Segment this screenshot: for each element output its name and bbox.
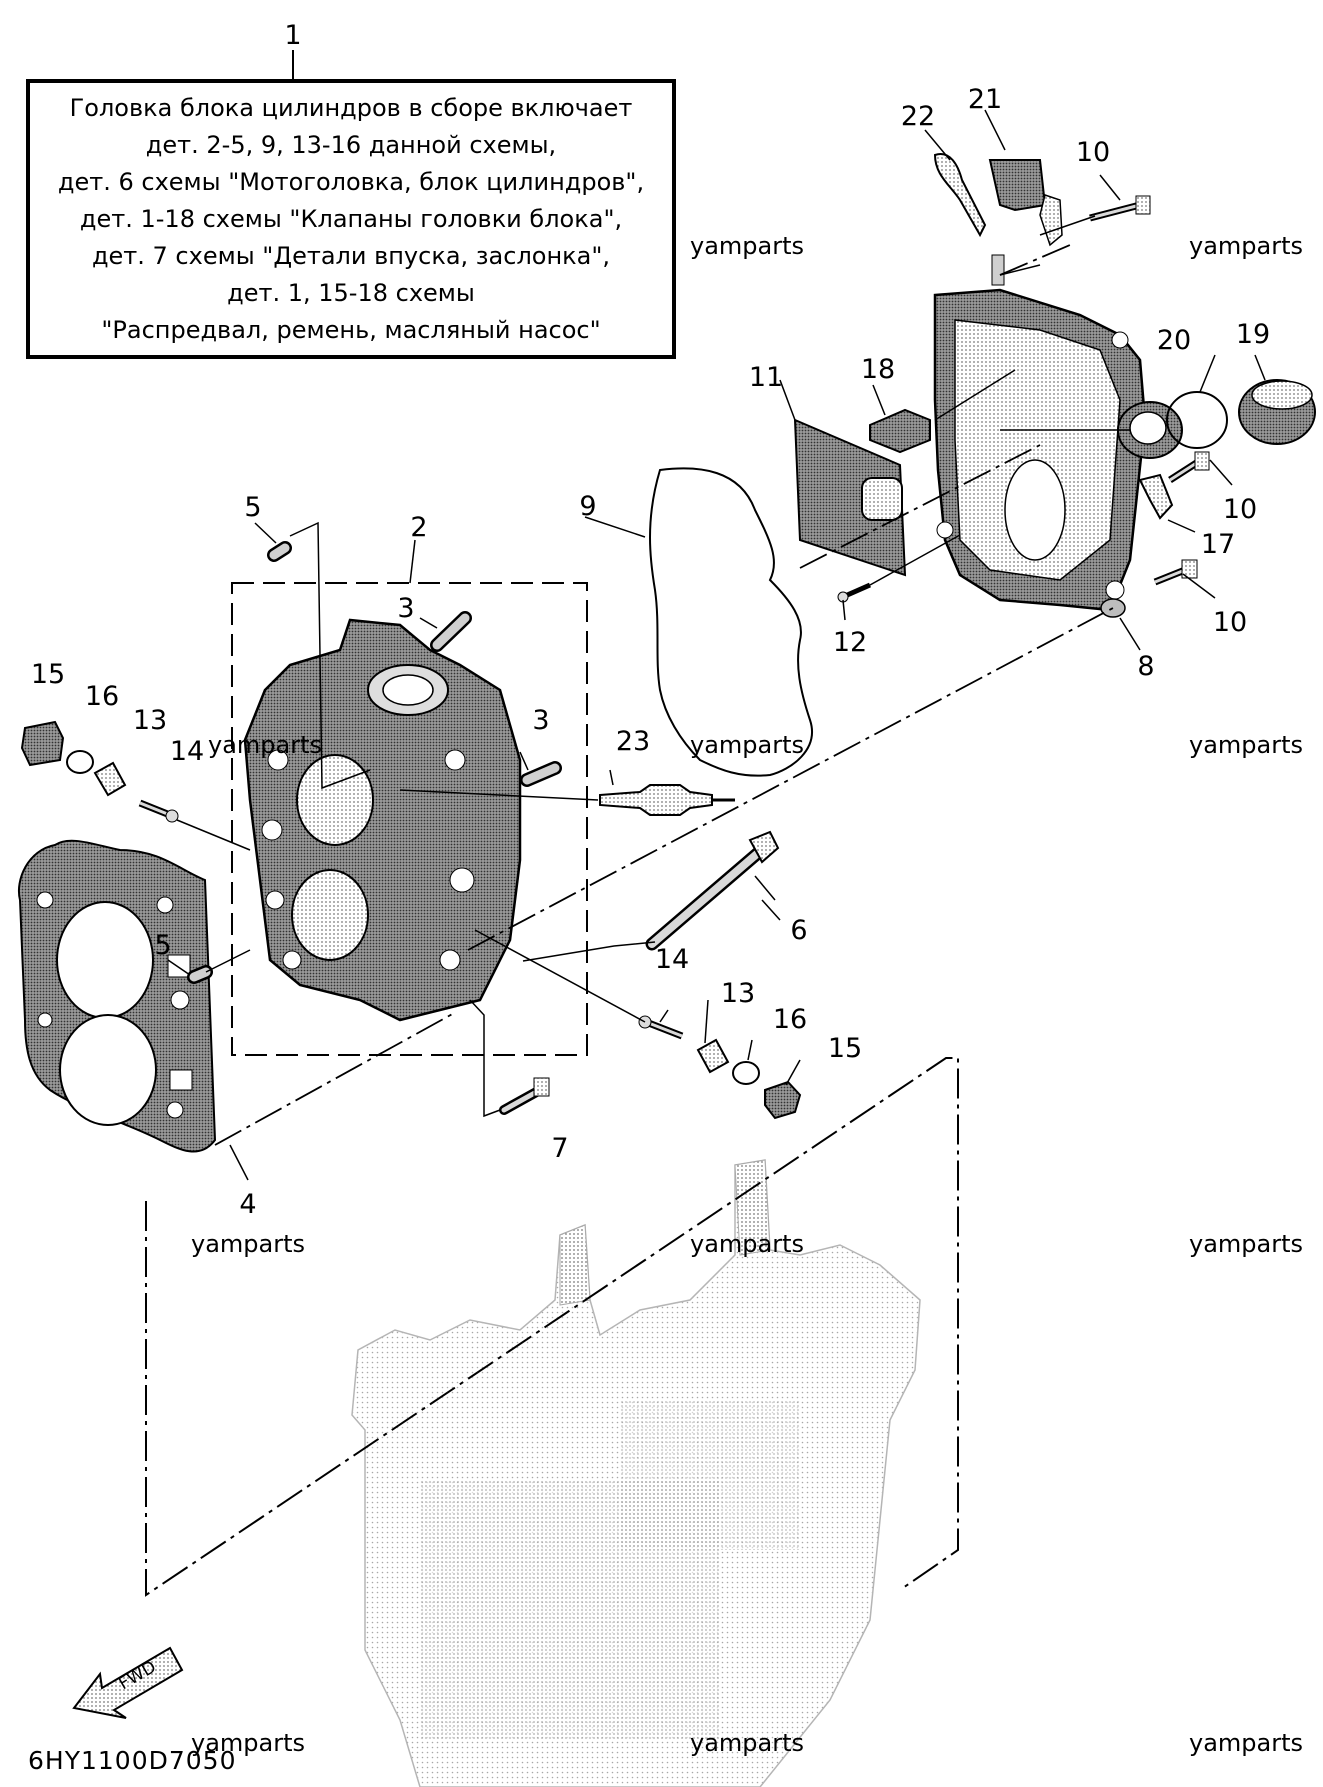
callout-6[interactable]: 6 [790, 915, 808, 946]
callout-3[interactable]: 3 [397, 593, 415, 624]
dowel-3-top [430, 611, 472, 652]
callout-10[interactable]: 10 [1212, 607, 1248, 638]
callout-14[interactable]: 14 [169, 736, 205, 767]
sleeve-13-right [696, 1038, 730, 1074]
callout-ref-1: 1 [284, 20, 302, 51]
watermark: yamparts [1188, 1729, 1304, 1757]
assembly-note-box: Головка блока цилиндров в сборе включает… [26, 79, 676, 359]
o-ring [1166, 391, 1228, 449]
watermark: yamparts [689, 1230, 805, 1258]
watermark: yamparts [190, 1729, 306, 1757]
screw-12 [837, 582, 872, 603]
callout-16[interactable]: 16 [84, 681, 120, 712]
callout-22[interactable]: 22 [900, 101, 936, 132]
callout-10[interactable]: 10 [1222, 494, 1258, 525]
guide-lines [214, 244, 1114, 1146]
callout-12[interactable]: 12 [832, 627, 868, 658]
callout-5[interactable]: 5 [244, 492, 262, 523]
watermark: yamparts [1188, 1230, 1304, 1258]
callout-14[interactable]: 14 [654, 944, 690, 975]
callout-4[interactable]: 4 [239, 1189, 257, 1220]
callout-15[interactable]: 15 [827, 1033, 863, 1064]
note-line: Головка блока цилиндров в сборе включает [69, 93, 633, 122]
bracket [988, 159, 1063, 247]
watermark: yamparts [190, 1230, 306, 1258]
callout-17[interactable]: 17 [1200, 529, 1236, 560]
note-line: дет. 1-18 схемы "Клапаны головки блока", [79, 204, 623, 233]
dowel-5-top [267, 541, 292, 562]
plug-15-left [20, 720, 65, 767]
gasket-16-left [66, 750, 94, 774]
gasket-16-right [732, 1061, 760, 1085]
dowel-3-side [520, 761, 562, 787]
bolt-10-mid [1168, 451, 1210, 483]
bolt-10-low [1153, 559, 1198, 586]
valve-cover-gasket [649, 467, 813, 777]
watermark: yamparts [689, 731, 805, 759]
guide-line-block [145, 1057, 959, 1597]
head-bolt-long [645, 830, 780, 951]
clip-22 [933, 153, 987, 238]
breather-plate [793, 418, 907, 577]
plug-15-right [764, 1080, 802, 1120]
fwd-arrow-icon: FWD [72, 1646, 184, 1719]
dowel-5-side [187, 965, 213, 984]
callout-8[interactable]: 8 [1137, 651, 1155, 682]
bolt-7 [499, 1077, 550, 1115]
callout-9[interactable]: 9 [579, 491, 597, 522]
watermark: yamparts [1188, 731, 1304, 759]
callout-16[interactable]: 16 [772, 1004, 808, 1035]
watermark: yamparts [207, 731, 323, 759]
callout-23[interactable]: 23 [615, 726, 651, 757]
callout-3[interactable]: 3 [532, 705, 550, 736]
callout-10[interactable]: 10 [1075, 137, 1111, 168]
callout-20[interactable]: 20 [1156, 325, 1192, 356]
callout-7[interactable]: 7 [551, 1133, 569, 1164]
callout-2[interactable]: 2 [410, 512, 428, 543]
bolt-14-left [138, 799, 179, 823]
oil-filler-neck [1117, 401, 1183, 459]
watermark: yamparts [1188, 232, 1304, 260]
breather-element [869, 408, 931, 454]
cylinder-head-gasket [17, 839, 217, 1153]
callout-19[interactable]: 19 [1235, 319, 1271, 350]
oil-filler-cap [1238, 379, 1316, 445]
bolt-10-top [1089, 195, 1151, 222]
watermark: yamparts [689, 1729, 805, 1757]
bolt-14-right [638, 1015, 684, 1040]
diagram-code: 6HY1100D7050 [28, 1746, 237, 1775]
clip-17 [1138, 473, 1174, 520]
callout-15[interactable]: 15 [30, 659, 66, 690]
cylinder-head-assembly-boundary [231, 582, 588, 1056]
grommet [1100, 598, 1126, 618]
sleeve-13-left [93, 761, 127, 797]
watermark: yamparts [689, 232, 805, 260]
callout-13[interactable]: 13 [720, 978, 756, 1009]
note-line: дет. 2-5, 9, 13-16 данной схемы, [145, 130, 557, 159]
callout-5[interactable]: 5 [154, 930, 172, 961]
engine-block-reference [351, 1159, 921, 1787]
leader-lines [167, 109, 1266, 1181]
cylinder-head-cover [933, 254, 1147, 612]
cylinder-head [243, 618, 522, 1022]
callout-11[interactable]: 11 [748, 362, 784, 393]
callout-18[interactable]: 18 [860, 354, 896, 385]
note-line: дет. 7 схемы "Детали впуска, заслонка", [91, 241, 611, 270]
callout-13[interactable]: 13 [132, 705, 168, 736]
note-line: дет. 6 схемы "Мотоголовка, блок цилиндро… [57, 167, 645, 196]
spark-plug [599, 784, 735, 816]
note-line: дет. 1, 15-18 схемы [227, 278, 475, 307]
note-line: "Распредвал, ремень, масляный насос" [101, 315, 601, 344]
callout-21[interactable]: 21 [967, 84, 1003, 115]
